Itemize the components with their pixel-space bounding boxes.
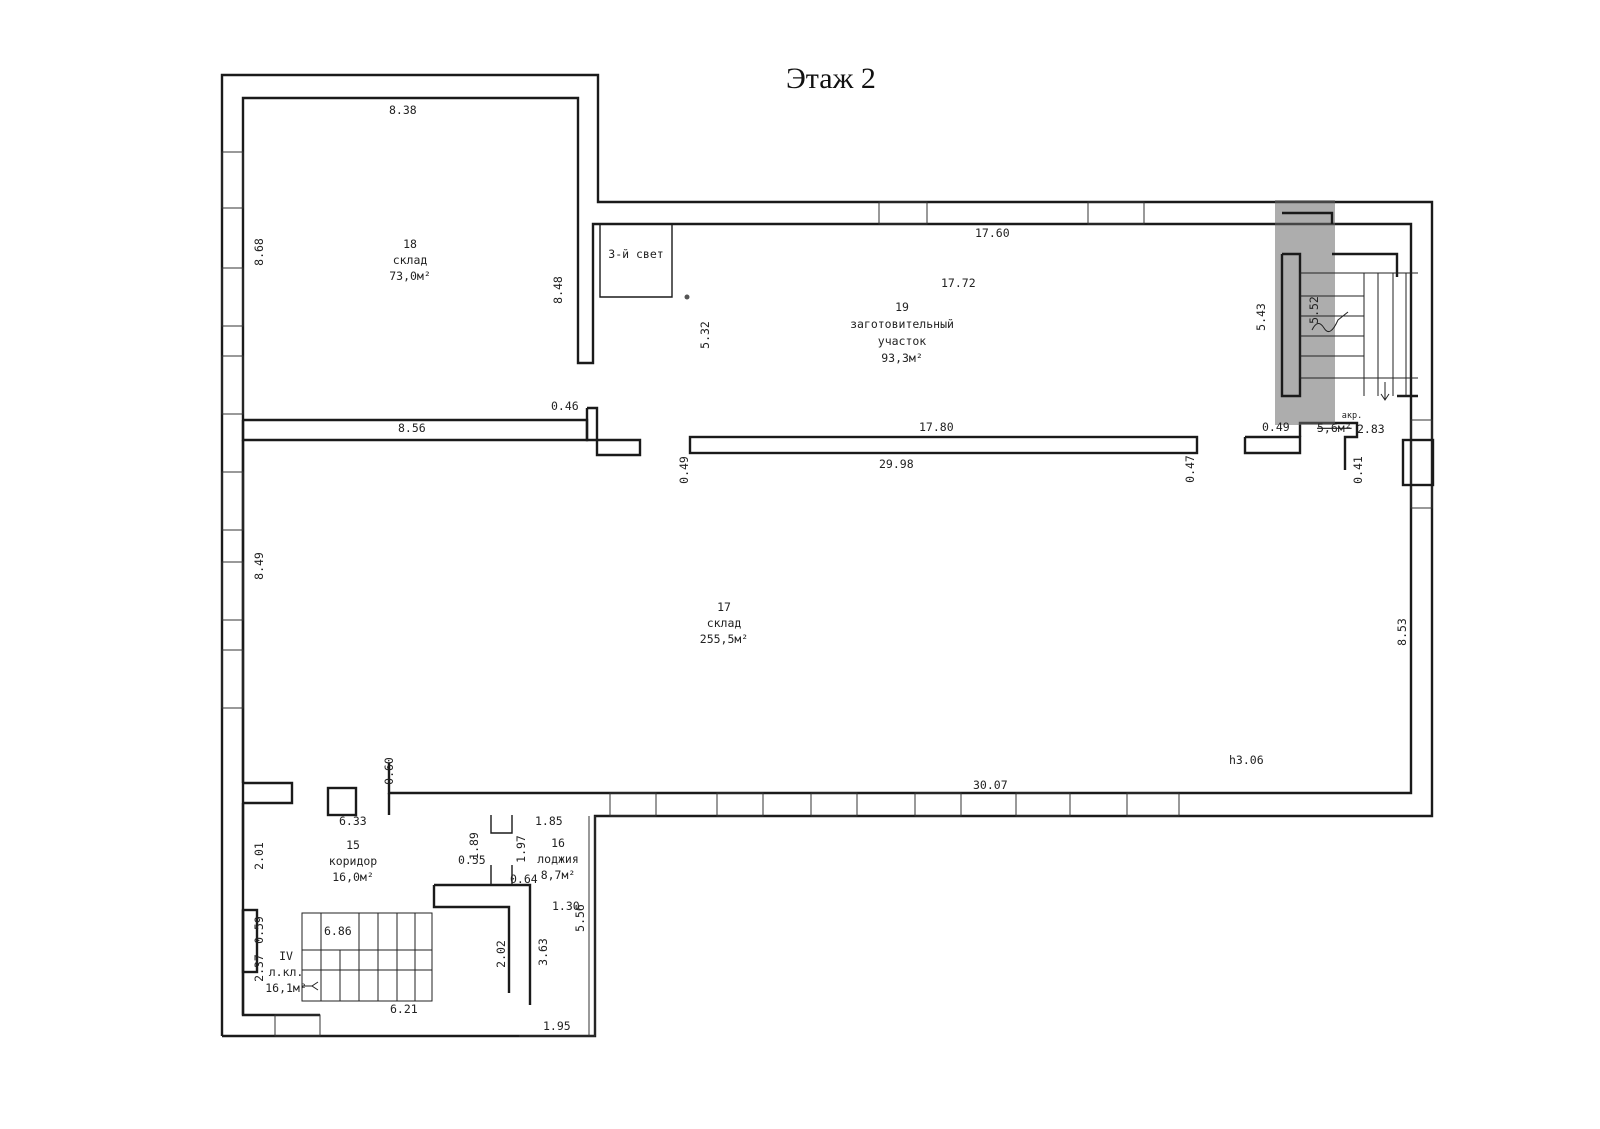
room-16-label: 16 лоджия 8,7м² [537,836,579,882]
dimension-label: 1.95 [543,1019,571,1033]
room-label-text: 16,0м² [332,870,374,884]
dimension-label: 5.32 [698,321,712,349]
room-label-text: 8,7м² [541,868,576,882]
interior-walls [241,224,1435,817]
dimension-label: 3.63 [536,938,550,966]
dimension-label: 8.53 [1395,618,1409,646]
dimension-label: 0.55 [458,853,486,867]
akr-label: акр. [1342,411,1362,421]
dimension-label: 2.37 [252,954,266,982]
dimension-label: 5.43 [1254,303,1268,331]
room-label-text: склад [707,616,742,630]
dimension-label: 30.07 [973,778,1008,792]
room-label-text: 18 [403,237,417,251]
dimension-label: 1.97 [514,835,528,863]
dimension-label: 1.89 [467,832,481,860]
room-iv-label: IV л.кл. 16,1м² [265,949,307,995]
dimension-label: 8.68 [252,238,266,266]
dimension-label: 8.56 [398,421,426,435]
dimension-labels: 8.38 17.60 17.72 0.46 8.56 17.80 29.98 0… [252,103,1409,1033]
dimension-label: 0.46 [551,399,579,413]
dimension-label: 0.49 [677,456,691,484]
stair-core-bottom-left [241,883,532,1005]
dimension-label: 2.83 [1357,422,1385,436]
column-marker [684,294,690,300]
dimension-label: 8.48 [551,276,565,304]
dimension-label: 1.30 [552,899,580,913]
stair-core-top-right [1275,200,1418,425]
windows [221,151,1433,1037]
room-label-text: 16 [551,836,565,850]
floor-title: Этаж 2 [786,62,876,95]
dimension-label: 0.49 [1262,420,1290,434]
room-18-label: 18 склад 73,0м² [389,237,431,283]
loggia-walls [490,815,596,1037]
room-label-text: склад [393,253,428,267]
room-17-label: 17 склад 255,5м² [700,600,748,646]
dimension-label: 0.60 [382,757,396,785]
dimension-label: 1.85 [535,814,563,828]
room-label-text: 16,1м² [265,981,307,995]
room-label-text: л.кл. [269,965,304,979]
room-label-text: 19 [895,300,909,314]
third-light-label: 3-й свет [608,247,663,261]
room-label-text: 15 [346,838,360,852]
room-15-label: 15 коридор 16,0м² [329,838,378,884]
dimension-label: 17.72 [941,276,976,290]
dimension-label: 2.02 [494,940,508,968]
dimension-label: 5.52 [1307,296,1321,324]
dimension-label: 5.56 [573,904,587,932]
akr-area-label: 5,6м² [1317,421,1352,435]
room-label-text: 93,3м² [881,351,923,365]
dimension-label: 8.38 [389,103,417,117]
dimension-label: 6.21 [390,1002,418,1016]
dimension-label: 0.41 [1351,456,1365,484]
dimension-label: 0.59 [252,916,266,944]
room-label-text: заготовительный [850,317,954,331]
dimension-label: 17.80 [919,420,954,434]
dimension-label: 6.33 [339,814,367,828]
room-label-text: IV [279,949,293,963]
dimension-label: 17.60 [975,226,1010,240]
room-label-text: участок [878,334,927,348]
outer-walls [220,73,1434,1038]
room-label-text: лоджия [537,852,579,866]
room-label-text: 73,0м² [389,269,431,283]
dimension-label: 8.49 [252,552,266,580]
room-19-label: 19 заготовительный участок 93,3м² [850,300,954,365]
dimension-label: h3.06 [1229,753,1264,767]
room-label-text: коридор [329,854,378,868]
room-label-text: 17 [717,600,731,614]
dimension-label: 0.47 [1183,455,1197,483]
dimension-label: 0.64 [510,872,538,886]
dimension-label: 6.86 [324,924,352,938]
room-label-text: 255,5м² [700,632,748,646]
dimension-label: 2.01 [252,842,266,870]
dimension-label: 29.98 [879,457,914,471]
